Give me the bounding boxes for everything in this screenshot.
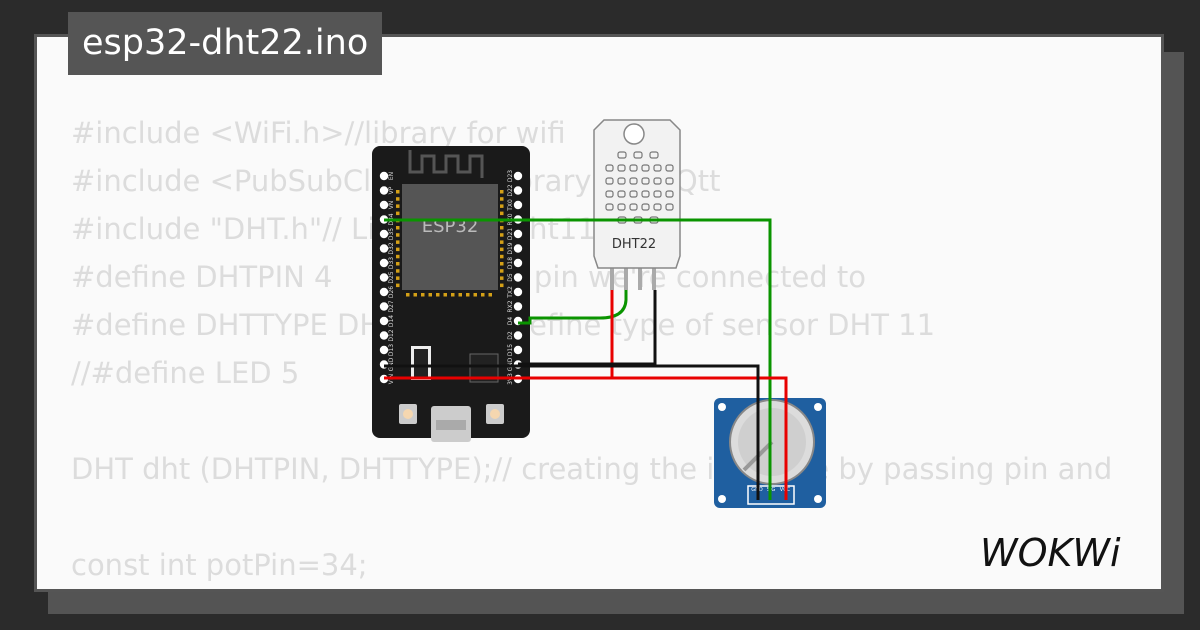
code-line: //#define LED 5 xyxy=(71,356,300,390)
esp32-pin xyxy=(379,273,389,282)
code-line: #include <WiFi.h>//library for wifi xyxy=(71,116,566,150)
esp32-pin xyxy=(513,244,523,253)
esp32-pin-label: D22 xyxy=(507,184,514,196)
esp32-pin-label: RX2 xyxy=(507,300,514,312)
esp32-board: ESP32 ENVPVND34D35D32D33D25D26D27D14D12D… xyxy=(372,146,530,442)
esp32-pin xyxy=(513,331,523,340)
project-title: esp32-dht22.ino xyxy=(68,12,383,75)
esp32-pin xyxy=(379,316,389,326)
wire-green-data xyxy=(518,290,628,325)
wokwi-logo: WOKWi xyxy=(980,531,1121,574)
esp32-pin xyxy=(379,171,389,181)
esp32-pin-label: D18 xyxy=(507,257,514,269)
dht22-label: DHT22 xyxy=(612,237,656,252)
esp32-pin-label: VP xyxy=(388,186,395,194)
esp32-pin-label: D25 xyxy=(388,271,395,283)
esp32-pin-label: D23 xyxy=(507,170,514,182)
esp32-pin xyxy=(379,244,389,253)
esp32-pin xyxy=(379,302,389,311)
wire-black-dht-gnd xyxy=(518,290,657,366)
esp32-pin-label: D26 xyxy=(388,286,395,298)
wires xyxy=(384,218,788,500)
esp32-pin xyxy=(379,200,389,210)
esp32-pin-label: D19 xyxy=(507,242,514,254)
esp32-pin-label: D4 xyxy=(507,317,514,326)
esp32-pin xyxy=(379,345,389,355)
esp32-pin-label: D27 xyxy=(388,300,395,312)
esp32-pin-label: EN xyxy=(388,172,395,180)
esp32-pin-label: D33 xyxy=(388,257,395,269)
esp32-pin xyxy=(513,302,523,311)
esp32-pin xyxy=(379,331,389,340)
esp32-pin xyxy=(513,229,523,239)
wire-green-sig xyxy=(384,218,772,500)
code-background: #include <WiFi.h>//library for wifi#incl… xyxy=(71,109,1112,589)
dht22-sensor: DHT22 xyxy=(593,119,681,290)
esp32-pin xyxy=(379,258,389,268)
esp32-pin-label: D21 xyxy=(507,228,514,240)
esp32-pin-label: D15 xyxy=(507,344,514,356)
esp32-pin xyxy=(513,186,523,195)
esp32-pin-label: D5 xyxy=(507,273,514,282)
wire-black-pot-gnd xyxy=(384,364,760,500)
esp32-pin-label: D32 xyxy=(388,242,395,254)
esp32-pin-label: TX0 xyxy=(507,199,514,212)
esp32-pin xyxy=(379,229,389,239)
esp32-pin-label: D13 xyxy=(388,344,395,356)
esp32-pin xyxy=(379,186,389,195)
esp32-pin-label: D14 xyxy=(388,315,395,327)
esp32-pin-label: D2 xyxy=(507,331,514,340)
esp32-pin-label: TX2 xyxy=(507,286,514,299)
esp32-pin xyxy=(379,287,389,297)
esp32-pin-label: VN xyxy=(388,201,395,210)
code-line: const int potPin=34; xyxy=(71,548,368,582)
esp32-pin xyxy=(513,171,523,181)
esp32-pin xyxy=(513,273,523,282)
esp32-pin-label: GND xyxy=(507,357,514,371)
esp32-pin-label: GND xyxy=(388,357,395,371)
esp32-pin xyxy=(513,258,523,268)
esp32-pin xyxy=(513,345,523,355)
logo-text: WOKWi xyxy=(980,531,1121,574)
esp32-pin xyxy=(513,200,523,210)
esp32-pin-label: D35 xyxy=(388,228,395,240)
esp32-pin xyxy=(513,287,523,297)
wire-red-vcc xyxy=(612,376,788,500)
code-line: DHT dht (DHTPIN, DHTTYPE);// creating th… xyxy=(71,452,1113,486)
esp32-pin-label: D12 xyxy=(388,329,395,341)
